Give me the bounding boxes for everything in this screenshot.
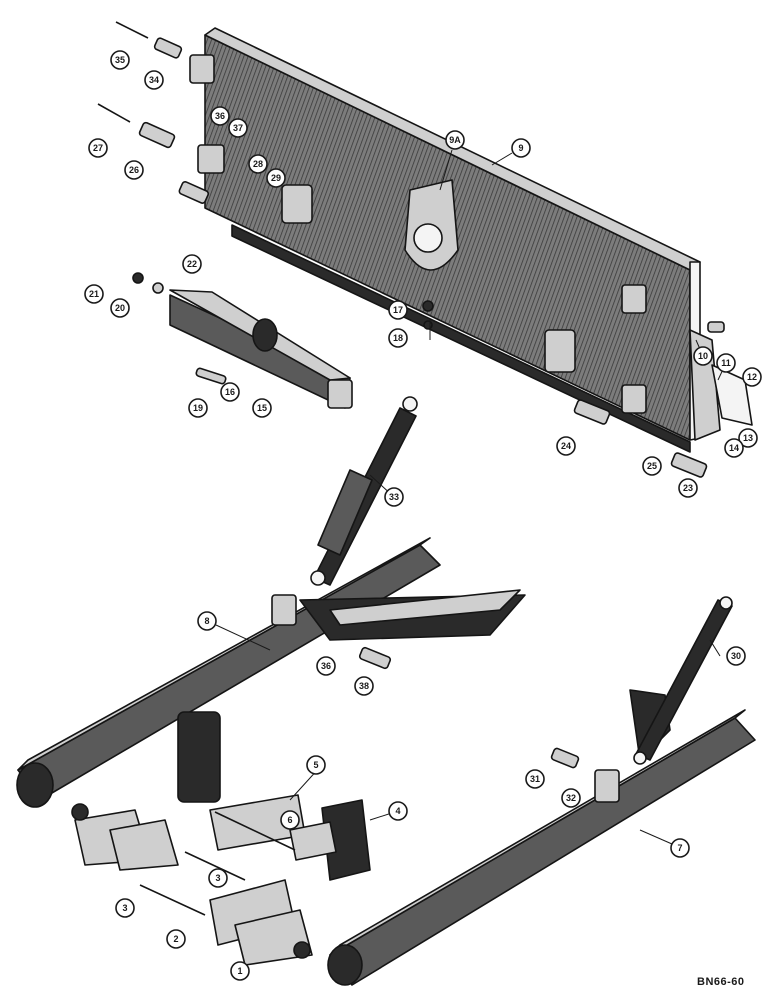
callout-3: 3	[115, 898, 135, 918]
svg-text:38: 38	[359, 681, 369, 691]
svg-text:11: 11	[721, 358, 731, 368]
callout-5: 5	[306, 755, 326, 775]
push-frame-right-part	[327, 689, 756, 986]
svg-text:31: 31	[530, 774, 540, 784]
callout-11: 11	[716, 353, 736, 373]
callout-9: 9	[511, 138, 531, 158]
svg-text:36: 36	[321, 661, 331, 671]
svg-text:9: 9	[518, 143, 523, 153]
svg-text:14: 14	[729, 443, 739, 453]
callout-7: 7	[670, 838, 690, 858]
svg-text:32: 32	[566, 793, 576, 803]
callout-12: 12	[742, 367, 762, 387]
callout-21: 21	[84, 284, 104, 304]
callout-13: 13	[738, 428, 758, 448]
callout-38: 38	[354, 676, 374, 696]
callout-1: 1	[230, 961, 250, 981]
svg-text:3: 3	[122, 903, 127, 913]
svg-text:18: 18	[393, 333, 403, 343]
svg-text:35: 35	[115, 55, 125, 65]
svg-text:25: 25	[647, 461, 657, 471]
svg-text:24: 24	[561, 441, 571, 451]
svg-text:4: 4	[395, 806, 400, 816]
callout-30: 30	[726, 646, 746, 666]
callout-35: 35	[110, 50, 130, 70]
svg-text:21: 21	[89, 289, 99, 299]
trunnion-bracket-parts	[71, 711, 371, 966]
callout-25: 25	[642, 456, 662, 476]
svg-text:12: 12	[747, 372, 757, 382]
svg-text:28: 28	[253, 159, 263, 169]
svg-text:26: 26	[129, 165, 139, 175]
svg-text:33: 33	[389, 492, 399, 502]
center-push-arm-part	[169, 289, 353, 409]
callout-24: 24	[556, 436, 576, 456]
callout-22: 22	[182, 254, 202, 274]
svg-text:5: 5	[313, 760, 318, 770]
callout-3: 3	[208, 868, 228, 888]
callout-26: 26	[124, 160, 144, 180]
callout-6: 6	[280, 810, 300, 830]
svg-text:1: 1	[237, 966, 242, 976]
callout-14: 14	[724, 438, 744, 458]
callout-27: 27	[88, 138, 108, 158]
callout-37: 37	[228, 118, 248, 138]
callout-8: 8	[197, 611, 217, 631]
callout-9A: 9A	[445, 130, 465, 150]
svg-text:15: 15	[257, 403, 267, 413]
svg-text:8: 8	[204, 616, 209, 626]
callout-20: 20	[110, 298, 130, 318]
callout-28: 28	[248, 154, 268, 174]
svg-text:2: 2	[173, 934, 178, 944]
svg-text:7: 7	[677, 843, 682, 853]
callout-15: 15	[252, 398, 272, 418]
svg-text:30: 30	[731, 651, 741, 661]
svg-text:17: 17	[393, 305, 403, 315]
svg-text:10: 10	[698, 351, 708, 361]
svg-text:3: 3	[215, 873, 220, 883]
callout-36: 36	[316, 656, 336, 676]
svg-text:23: 23	[683, 483, 693, 493]
callout-18: 18	[388, 328, 408, 348]
callout-32: 32	[561, 788, 581, 808]
callout-23: 23	[678, 478, 698, 498]
svg-text:6: 6	[287, 815, 292, 825]
svg-text:9A: 9A	[449, 135, 461, 145]
lift-cylinder-33	[310, 396, 418, 586]
callout-16: 16	[220, 382, 240, 402]
callout-31: 31	[525, 769, 545, 789]
callout-4: 4	[388, 801, 408, 821]
lift-cylinder-30	[633, 596, 733, 765]
drawing-code-label: BN66-60	[697, 976, 745, 988]
svg-text:22: 22	[187, 259, 197, 269]
loose-hardware	[97, 21, 725, 769]
svg-text:19: 19	[193, 403, 203, 413]
callout-34: 34	[144, 70, 164, 90]
callout-10: 10	[693, 346, 713, 366]
push-frame-left-part	[16, 537, 526, 808]
callout-2: 2	[166, 929, 186, 949]
callout-29: 29	[266, 168, 286, 188]
moldboard-blade-part	[189, 27, 753, 453]
svg-text:29: 29	[271, 173, 281, 183]
svg-text:34: 34	[149, 75, 159, 85]
svg-text:13: 13	[743, 433, 753, 443]
callout-17: 17	[388, 300, 408, 320]
svg-text:36: 36	[215, 111, 225, 121]
svg-text:37: 37	[233, 123, 243, 133]
callout-19: 19	[188, 398, 208, 418]
svg-text:16: 16	[225, 387, 235, 397]
callout-33: 33	[384, 487, 404, 507]
svg-text:20: 20	[115, 303, 125, 313]
callout-36: 36	[210, 106, 230, 126]
svg-text:27: 27	[93, 143, 103, 153]
